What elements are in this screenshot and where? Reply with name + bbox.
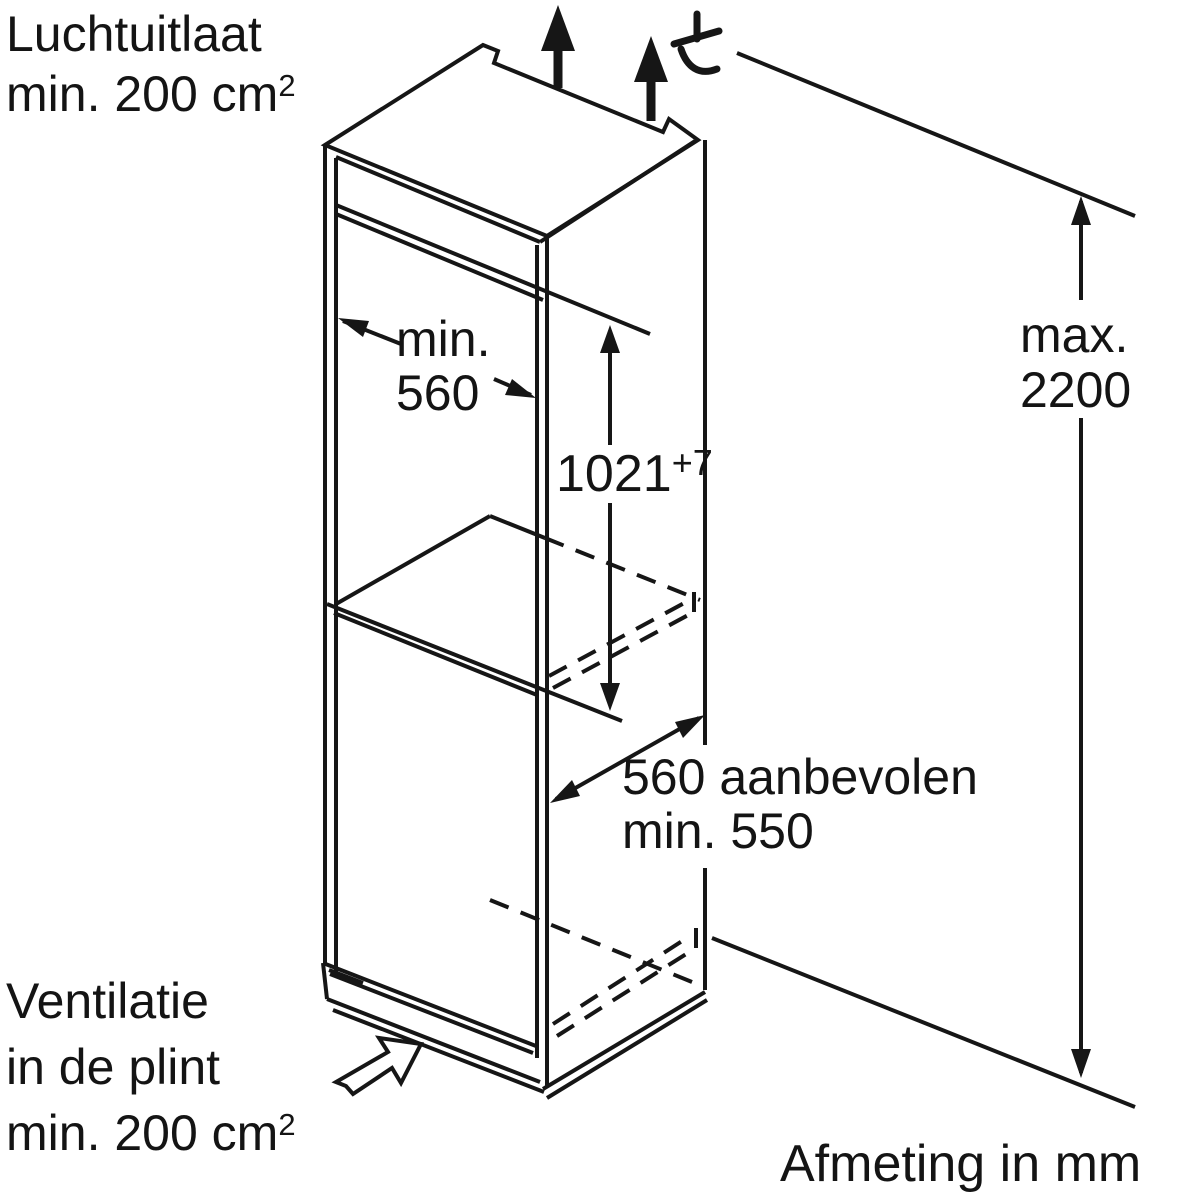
dimension-niche-height [600,325,620,711]
max-height-line2: 2200 [1020,362,1132,418]
plinth-slot-left-closure [321,962,329,1000]
niche-height-value: 1021 [556,445,672,503]
units-note-text: Afmeting in mm [780,1135,1142,1193]
floor-right-edge-hidden-top [551,934,692,1026]
plug-cross-line [670,27,723,48]
niche-width-line1: min. [396,311,491,367]
depth-arrow-shaft [555,716,700,801]
door-top-edge [326,602,623,723]
air-outlet-line2: min. 200 cm [6,66,279,122]
depth-line1: 560 aanbevolen [622,749,978,805]
depth-arrow-back-head-icon [675,715,705,738]
niche-height-tolerance: +7 [671,441,713,483]
shelf-left-edge [335,514,491,606]
niche-width-line2: 560 [396,365,480,421]
depth-line2: min. 550 [622,803,814,859]
vent-slot-bottom-inner-edge [335,212,544,302]
door-bottom-inner-edge [329,972,534,1055]
floor-extension-line [711,936,1136,1109]
plinth-slot-left-wedge [328,968,364,985]
power-plug-icon [670,10,723,75]
dimension-max-height [1071,196,1091,1078]
floor-right-edge-hidden-bottom [555,947,696,1038]
plinth-airflow-arrow-icon [331,1035,425,1097]
ceiling-extension-line [736,51,1136,218]
width-arrow-right-head-icon [505,379,536,398]
dimension-niche-width [338,318,536,398]
plinth-vent-line1: Ventilatie [6,973,209,1029]
cabinet-outline [320,42,1136,1109]
cabinet-bottom-right-edge [541,990,707,1091]
air-outlet-label: Luchtuitlaat min. 200 cm2 [6,4,296,131]
airflow-arrows [541,5,668,121]
plinth-vent-line3: min. 200 cm [6,1105,279,1161]
air-outlet-line1: Luchtuitlaat [6,6,262,62]
height-arrow-down-head-icon [600,683,620,711]
niche-width-label: min. 560 [396,312,490,420]
cabinet-bottom-right-inner-edge [545,998,709,1100]
max-height-label: max. 2200 [1020,308,1131,418]
units-note: Afmeting in mm [780,1135,1142,1193]
top-face-inner-right-edge [538,139,697,244]
vent-slot-bottom-edge [335,203,651,336]
max-height-line1: max. [1020,307,1129,363]
cabinet-bottom-front-edge [332,1008,545,1094]
plug-arc [677,45,721,75]
airflow-up-arrow-icon [541,5,575,51]
airflow-up-arrow-2-icon [634,36,668,82]
floor-back-edge-hidden [489,898,698,986]
width-arrow-left-head-icon [338,318,369,337]
air-outlet-superscript: 2 [278,67,296,103]
max-height-down-head-icon [1071,1049,1091,1078]
depth-label: 560 aanbevolen min. 550 [622,750,978,858]
plinth-vent-superscript: 2 [278,1106,296,1142]
hidden-edges [489,536,701,1038]
plinth-vent-label: Ventilatie in de plint min. 200 cm2 [6,968,296,1173]
shelf-back-edge-visible [489,514,546,540]
door-top-inner-edge [333,611,538,697]
door-bottom-edge [322,961,537,1048]
shelf-right-edge-hidden-bottom [552,611,693,690]
height-arrow-up-head-icon [600,325,620,353]
shelf-back-edge-hidden [544,536,701,602]
dimension-depth [550,715,705,803]
top-face-inner-front-edge [335,155,541,244]
niche-height-label: 1021+7 [556,443,713,503]
depth-arrow-front-head-icon [550,780,580,803]
shelf-right-edge-hidden-top [548,599,689,678]
plinth-vent-line2: in de plint [6,1039,221,1095]
plinth-slot-bottom-edge [326,997,541,1084]
max-height-up-head-icon [1071,196,1091,225]
